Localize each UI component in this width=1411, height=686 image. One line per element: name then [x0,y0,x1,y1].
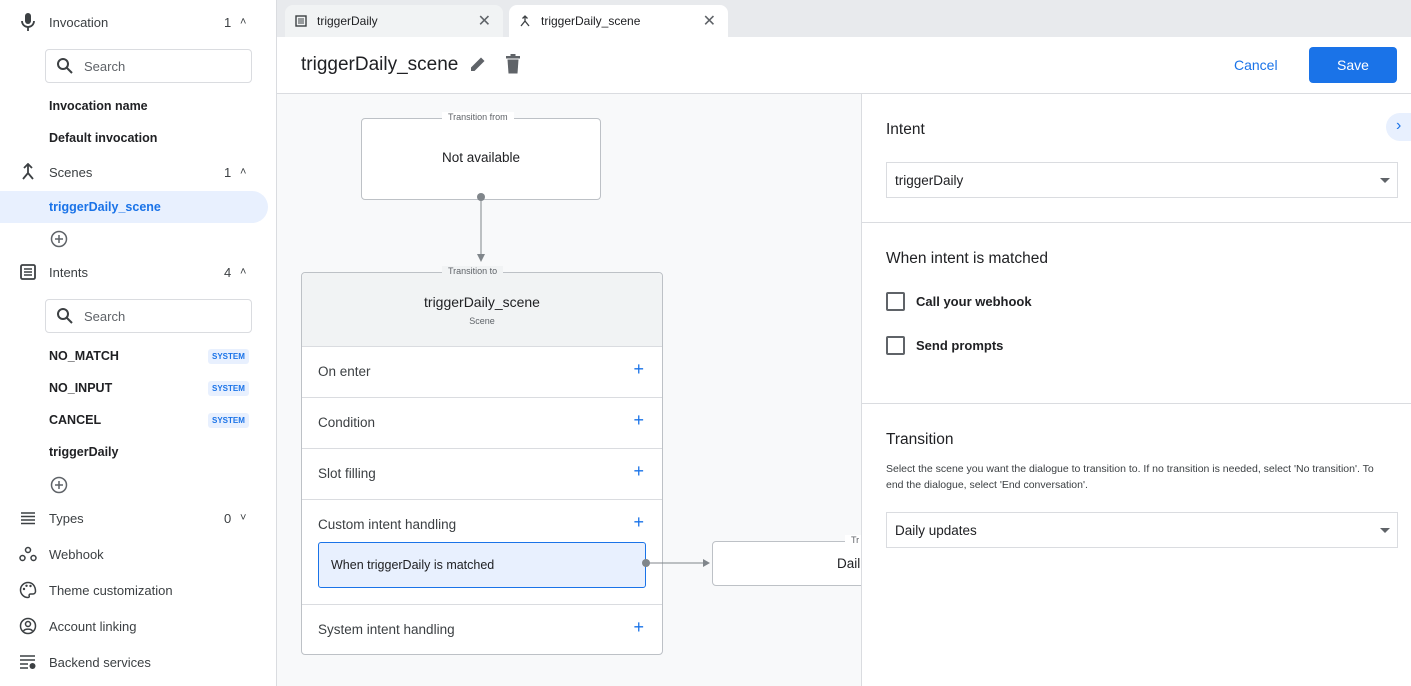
system-badge: SYSTEM [208,349,249,364]
transition-from-card: Transition from Not available [361,112,601,200]
intent-handler-card[interactable]: When triggerDaily is matched [318,542,646,588]
search-icon [57,308,73,324]
add-icon[interactable]: + [633,617,644,637]
search-icon [57,58,73,74]
tab-triggerdaily-scene[interactable]: triggerDaily_scene ✕ [509,5,728,37]
chevron-right-icon[interactable]: › [1386,113,1411,141]
intents-search-input[interactable]: Search [45,299,252,333]
sidebar-item-intent[interactable]: NO_INPUT [49,381,113,395]
save-button[interactable]: Save [1309,47,1397,83]
connector-arrow [642,559,710,567]
sidebar-section-intents[interactable]: Intents 4 ˄ [0,255,276,289]
dropdown-arrow-icon [1380,178,1390,183]
system-badge: SYSTEM [208,381,249,396]
add-icon[interactable]: + [633,461,644,481]
sidebar: Invocation 1 ˄ Search Invocation name De… [0,0,277,686]
sidebar-item-triggerdaily-scene[interactable]: triggerDaily_scene [0,191,268,223]
scene-card: Transition to triggerDaily_scene Scene O… [301,266,663,655]
delete-icon[interactable] [505,54,521,74]
add-icon[interactable]: + [633,410,644,430]
merge-icon [18,162,38,182]
row-condition[interactable]: Condition+ [302,397,662,448]
lines-icon [18,508,38,528]
page-title: triggerDaily_scene [301,54,459,75]
scene-icon [520,15,530,27]
cancel-button[interactable]: Cancel [1234,57,1278,73]
scene-name: triggerDaily_scene [424,294,540,310]
sidebar-item-intent[interactable]: CANCEL [49,413,102,427]
chevron-down-icon[interactable]: ˅ [240,512,247,524]
chevron-up-icon[interactable]: ˄ [240,266,247,278]
microphone-icon [18,12,38,32]
add-scene-icon[interactable] [50,230,68,248]
sidebar-item-account-linking[interactable]: Account linking [0,609,276,643]
row-on-enter[interactable]: On enter+ [302,346,662,397]
sidebar-section-scenes[interactable]: Scenes 1 ˄ [0,155,276,189]
account-circle-icon [18,616,38,636]
sidebar-item-webhook[interactable]: Webhook [0,537,276,571]
row-custom-intent-handling: Custom intent handling+ When triggerDail… [302,499,662,604]
call-webhook-checkbox[interactable] [886,292,905,311]
scene-canvas: Transition from Not available Transition… [277,94,861,686]
chevron-up-icon[interactable]: ˄ [240,166,247,178]
sidebar-section-invocation[interactable]: Invocation 1 ˄ [0,5,276,39]
row-slot-filling[interactable]: Slot filling+ [302,448,662,499]
intent-select[interactable]: triggerDaily [886,162,1398,198]
webhook-icon [18,544,38,564]
settings-list-icon [18,652,38,672]
intent-panel: › Intent triggerDaily When intent is mat… [861,94,1411,686]
dropdown-arrow-icon [1380,528,1390,533]
sidebar-item-backend-services[interactable]: Backend services [0,645,276,679]
add-intent-icon[interactable] [50,476,68,494]
chevron-up-icon[interactable]: ˄ [240,16,247,28]
edit-icon[interactable] [469,55,487,73]
close-icon[interactable]: ✕ [702,13,716,30]
add-icon[interactable]: + [633,359,644,379]
transition-select[interactable]: Daily updates [886,512,1398,548]
sidebar-item-default-invocation[interactable]: Default invocation [49,131,158,145]
sidebar-item-invocation-name[interactable]: Invocation name [49,99,148,113]
close-icon[interactable]: ✕ [477,13,491,30]
tab-bar: triggerDaily ✕ triggerDaily_scene ✕ [277,0,1411,37]
list-icon [18,262,38,282]
add-icon[interactable]: + [633,512,644,532]
sidebar-item-intent[interactable]: triggerDaily [49,445,119,459]
send-prompts-checkbox[interactable] [886,336,905,355]
transition-description: Select the scene you want the dialogue t… [886,463,1374,491]
sidebar-item-intent[interactable]: NO_MATCH [49,349,119,363]
transition-target-card[interactable]: Tr Dail [712,535,861,586]
palette-icon [18,580,38,600]
tab-triggerdaily[interactable]: triggerDaily ✕ [285,5,503,37]
sidebar-section-types[interactable]: Types 0 ˅ [0,501,276,535]
page-header: triggerDaily_scene Cancel Save [277,37,1411,94]
invocation-search-input[interactable]: Search [45,49,252,83]
sidebar-item-theme[interactable]: Theme customization [0,573,276,607]
connector-arrow [477,193,485,262]
row-system-intent-handling[interactable]: System intent handling+ [302,604,662,655]
intent-icon [295,15,307,27]
system-badge: SYSTEM [208,413,249,428]
